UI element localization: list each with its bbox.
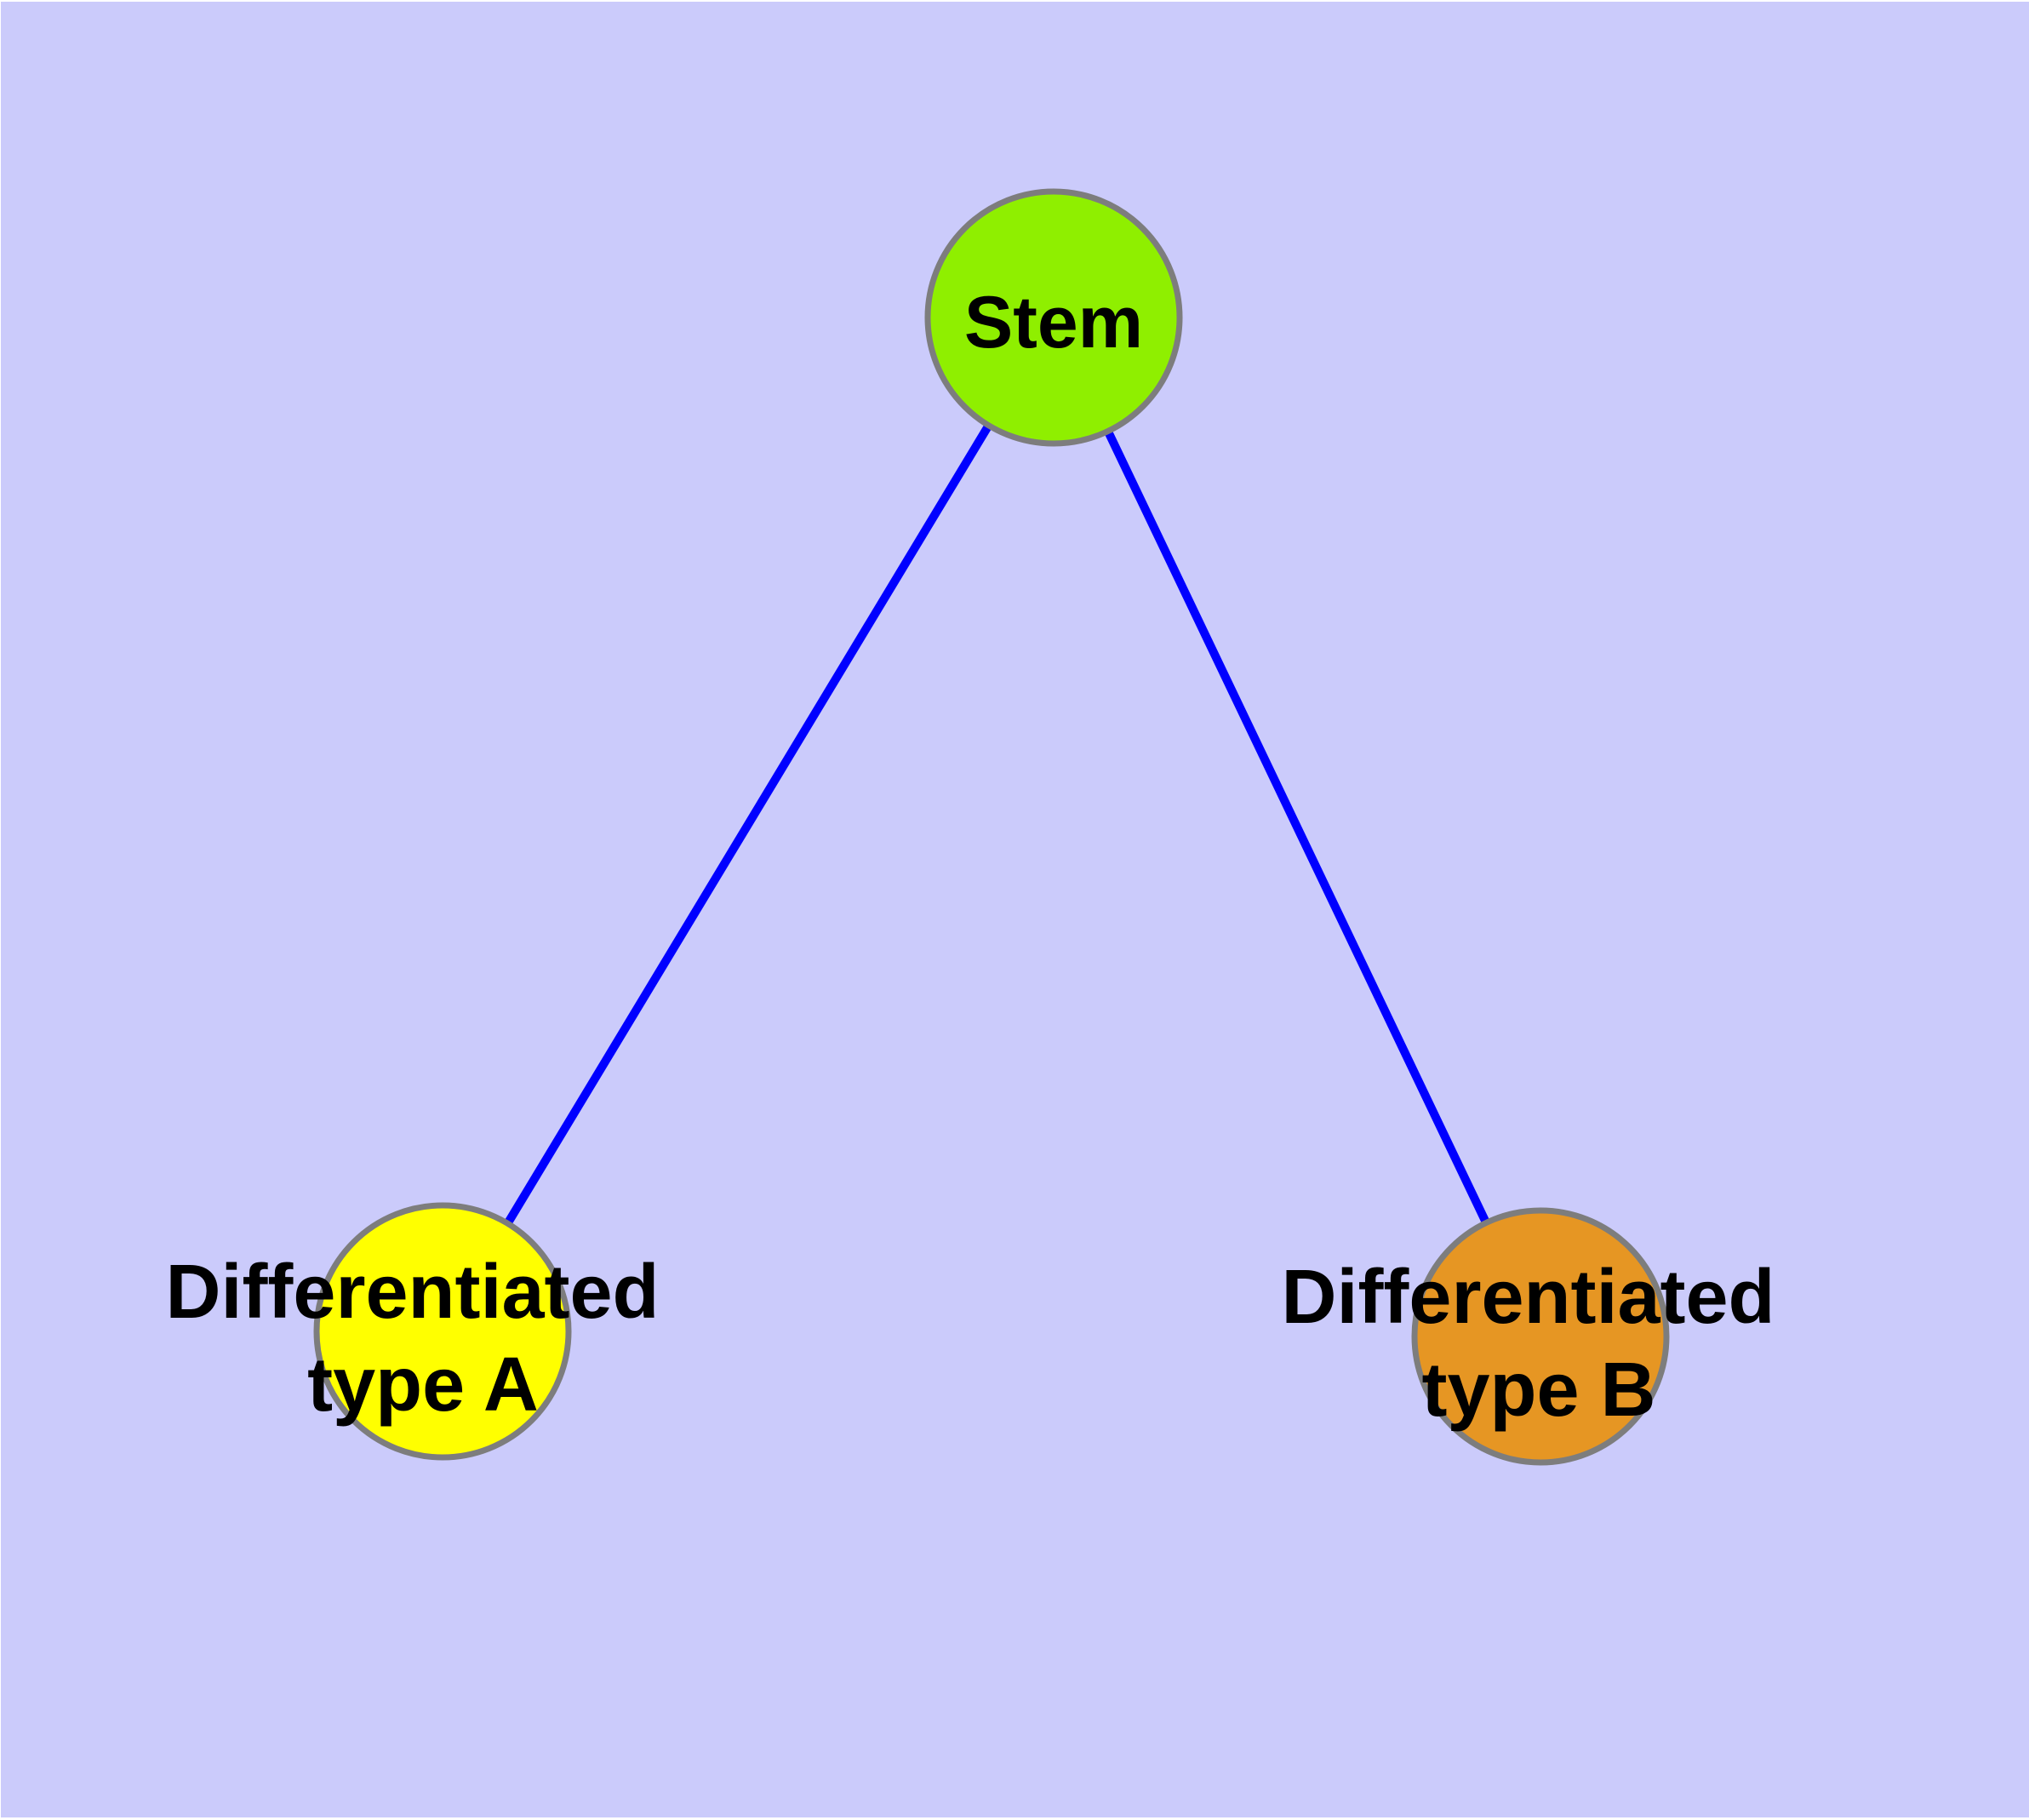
node-type-a-label-line-1: Differentiated <box>165 1250 659 1335</box>
node-stem <box>924 188 1183 447</box>
node-type-a-label: Differentiated type A <box>165 1250 680 1428</box>
node-stem-label: Stem <box>964 282 1143 363</box>
node-type-b <box>1411 1207 1670 1466</box>
node-type-b-label: Differentiated type B <box>1281 1255 1796 1433</box>
node-type-b-label-line-1: Differentiated <box>1281 1255 1775 1340</box>
edge-stem-to-type-b <box>1049 315 1545 1339</box>
node-type-a-label-line-2: type A <box>307 1342 539 1428</box>
node-type-b-label-line-2: type B <box>1421 1348 1655 1433</box>
node-type-a <box>313 1202 572 1461</box>
edge-stem-to-type-a <box>438 315 1058 1334</box>
